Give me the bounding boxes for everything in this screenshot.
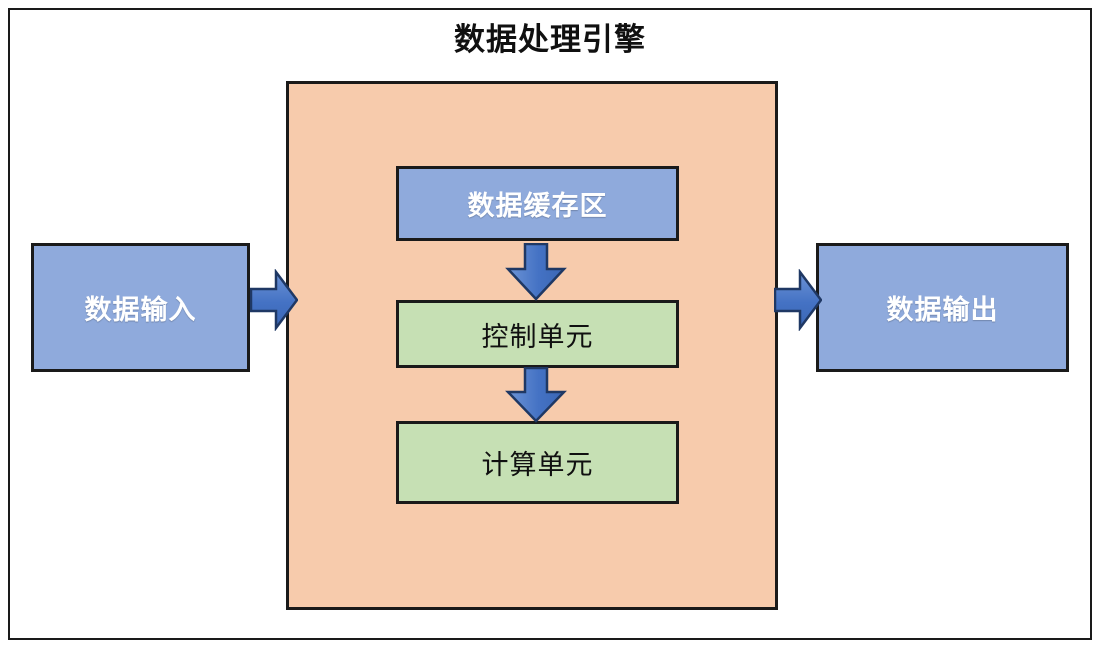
page-title: 数据处理引擎 [454, 22, 646, 57]
node-data-output-label: 数据输出 [886, 295, 999, 325]
node-compute-unit[interactable]: 计算单元 [396, 421, 679, 504]
arrow-right-icon [774, 269, 822, 331]
node-data-buffer[interactable]: 数据缓存区 [396, 166, 679, 241]
node-data-output[interactable]: 数据输出 [816, 243, 1069, 372]
node-compute-unit-label: 计算单元 [481, 450, 594, 480]
node-control-unit-label: 控制单元 [481, 321, 594, 352]
node-data-buffer-label: 数据缓存区 [467, 191, 608, 221]
node-data-input[interactable]: 数据输入 [31, 243, 250, 372]
arrow-right-icon [250, 269, 298, 331]
arrow-down-icon [505, 367, 567, 423]
arrow-down-icon [505, 243, 567, 301]
node-control-unit[interactable]: 控制单元 [396, 300, 679, 368]
node-data-input-label: 数据输入 [84, 295, 197, 325]
